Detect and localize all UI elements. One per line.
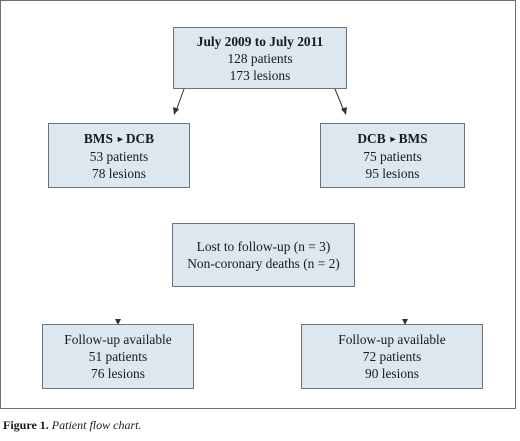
middle-box-lost: Lost to follow-up (n = 3): [196, 239, 331, 254]
arrow-top-to-right: [334, 88, 345, 112]
right-triangle-icon: ►: [388, 133, 398, 144]
bottom-right-box: Follow-up available 72 patients 90 lesio…: [301, 324, 483, 389]
left-box-title: BMS►DCB: [84, 130, 154, 148]
right-box-title: DCB►BMS: [357, 130, 427, 148]
arrowhead-right: [341, 107, 347, 115]
left-box-patients: 53 patients: [89, 148, 149, 164]
top-box-lesions: 173 lesions: [229, 67, 291, 83]
figure-caption: Figure 1. Patient flow chart.: [3, 418, 141, 433]
flow-arrows: [115, 88, 408, 325]
bottom-right-box-patients: 72 patients: [362, 349, 422, 364]
bottom-left-box: Follow-up available 51 patients 76 lesio…: [42, 324, 194, 389]
top-box: July 2009 to July 2011 128 patients 173 …: [173, 27, 347, 89]
right-box: DCB►BMS 75 patients 95 lesions: [320, 123, 465, 188]
right-box-patients: 75 patients: [363, 148, 422, 164]
bottom-left-box-patients: 51 patients: [88, 349, 148, 364]
right-box-title-to: BMS: [398, 130, 428, 146]
right-box-lesions: 95 lesions: [365, 165, 420, 181]
arrowhead-bottom-right: [402, 319, 408, 325]
caption-label: Figure 1.: [3, 418, 49, 432]
arrowhead-bottom-left: [115, 319, 121, 325]
bottom-right-box-lesions: 90 lesions: [365, 366, 419, 381]
left-box: BMS►DCB 53 patients 78 lesions: [48, 123, 190, 188]
left-box-title-to: DCB: [125, 130, 155, 146]
arrowhead-left: [173, 107, 179, 115]
middle-box: Lost to follow-up (n = 3) Non-coronary d…: [172, 223, 355, 287]
bottom-right-box-title: Follow-up available: [338, 332, 446, 347]
right-triangle-icon: ►: [115, 133, 125, 144]
top-box-patients: 128 patients: [227, 50, 293, 66]
bottom-left-box-lesions: 76 lesions: [91, 366, 145, 381]
left-box-title-from: BMS: [83, 130, 113, 146]
bottom-left-box-title: Follow-up available: [64, 332, 172, 347]
figure-frame: July 2009 to July 2011 128 patients 173 …: [0, 0, 516, 409]
right-box-title-from: DCB: [357, 130, 386, 146]
top-box-title: July 2009 to July 2011: [196, 33, 324, 49]
left-box-lesions: 78 lesions: [92, 165, 146, 181]
arrow-top-to-left: [175, 88, 185, 112]
caption-text: Patient flow chart.: [51, 418, 142, 432]
middle-box-deaths: Non-coronary deaths (n = 2): [187, 256, 340, 271]
